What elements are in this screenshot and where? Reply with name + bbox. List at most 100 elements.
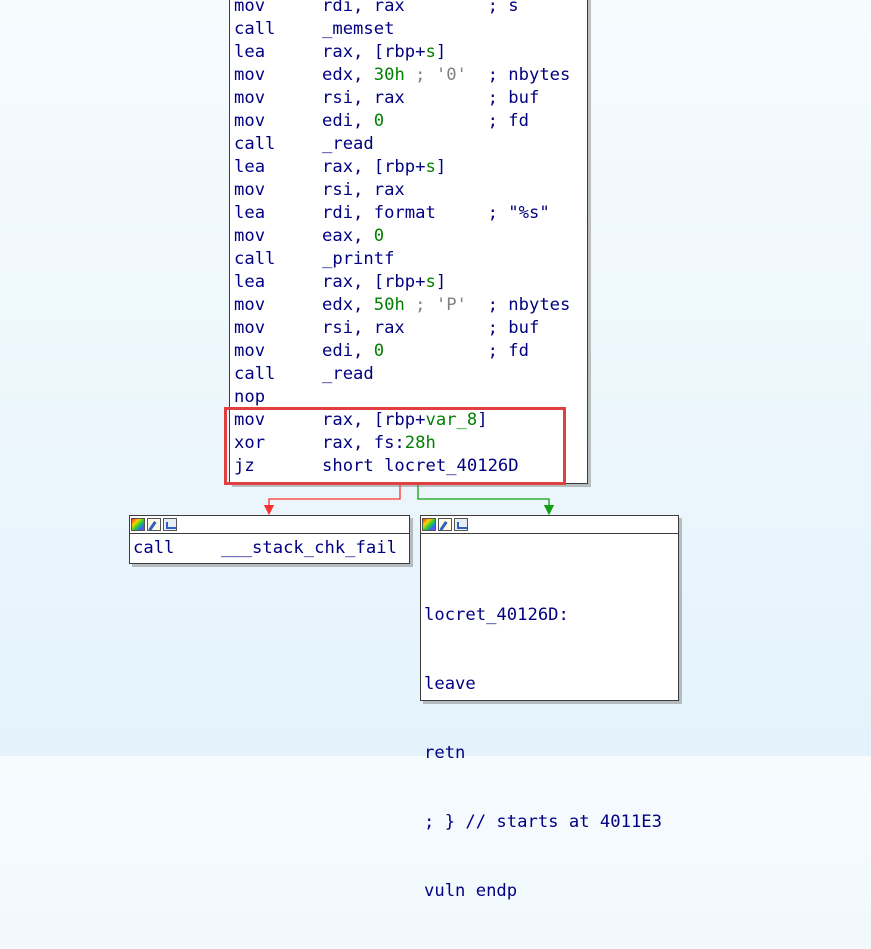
spacer <box>405 0 488 16</box>
operand: 50h <box>373 295 405 315</box>
code-line: mov eax, 0 <box>234 225 570 248</box>
operand: s <box>425 272 436 292</box>
spacer <box>405 88 488 108</box>
operand: rax, [rbp+ <box>322 157 426 177</box>
mnemonic: jz <box>234 456 255 476</box>
code-label[interactable]: locret_40126D: <box>424 605 569 625</box>
mnemonic: mov <box>234 410 266 430</box>
code-comment: ; "%s" <box>487 203 550 223</box>
code-comment: ; s <box>487 0 519 16</box>
code-line: xor rax, fs:28h <box>234 432 570 455</box>
code-line: call _read <box>234 133 570 156</box>
graph-edges <box>263 485 555 516</box>
ret-code-lines: locret_40126D: leave retn ; } // starts … <box>421 558 678 949</box>
code-line: call _memset <box>234 18 570 41</box>
operand: ; '0' <box>404 65 467 85</box>
operand: rsi, rax <box>322 88 405 108</box>
code-line: leave <box>424 674 476 694</box>
edit-pencil-icon[interactable] <box>438 518 452 531</box>
operand: 30h <box>373 65 405 85</box>
spacer <box>384 111 487 131</box>
code-line: lea rax, [rbp+s] <box>234 271 570 294</box>
operand: _read <box>322 134 374 154</box>
code-line: call _read <box>234 363 570 386</box>
operand: rdi, rax <box>322 0 405 16</box>
code-line: mov rdi, rax ; s <box>234 0 570 18</box>
mnemonic: lea <box>234 272 266 292</box>
operand: 28h <box>404 433 436 453</box>
code-comment: ; } // starts at 4011E3 <box>424 812 662 832</box>
call-target[interactable]: ___stack_chk_fail <box>221 538 397 558</box>
operand: ; 'P' <box>404 295 467 315</box>
color-palette-icon[interactable] <box>131 518 145 531</box>
mnemonic: xor <box>234 433 266 453</box>
mnemonic: call <box>234 249 276 269</box>
operand: 0 <box>373 226 385 246</box>
code-comment: ; nbytes <box>487 295 571 315</box>
operand: ] <box>435 272 447 292</box>
mnemonic: mov <box>234 0 266 16</box>
mnemonic: mov <box>234 88 266 108</box>
mnemonic: call <box>133 538 175 558</box>
operand: edx, <box>322 65 374 85</box>
graph-view-icon[interactable] <box>454 518 468 531</box>
node-header <box>421 516 678 534</box>
operand: 0 <box>373 341 385 361</box>
code-comment: ; fd <box>487 341 529 361</box>
mnemonic: mov <box>234 295 266 315</box>
mnemonic: call <box>234 134 276 154</box>
mnemonic: mov <box>234 180 266 200</box>
operand: _memset <box>322 19 395 39</box>
spacer <box>467 65 488 85</box>
spacer <box>384 341 487 361</box>
operand: edi, <box>322 111 374 131</box>
operand: ] <box>477 410 488 430</box>
code-line: mov rsi, rax ; buf <box>234 87 570 110</box>
code-line: mov rsi, rax <box>234 179 570 202</box>
operand: rax, [rbp+ <box>322 410 426 430</box>
operand: _read <box>322 364 374 384</box>
mnemonic: call <box>234 19 276 39</box>
spacer <box>436 203 488 223</box>
operand: edi, <box>322 341 374 361</box>
operand: edx, <box>322 295 374 315</box>
code-line: mov rsi, rax ; buf <box>234 317 570 340</box>
edit-pencil-icon[interactable] <box>147 518 161 531</box>
fail-code-line: call ___stack_chk_fail <box>130 537 409 560</box>
mnemonic: mov <box>234 318 266 338</box>
code-comment: ; nbytes <box>487 65 571 85</box>
operand: rax, [rbp+ <box>322 42 426 62</box>
operand: eax, <box>322 226 374 246</box>
graph-view-icon[interactable] <box>163 518 177 531</box>
code-comment: ; buf <box>487 318 540 338</box>
mnemonic: lea <box>234 42 266 62</box>
locret-block[interactable]: locret_40126D: leave retn ; } // starts … <box>420 515 679 901</box>
code-line: jz short locret_40126D <box>234 455 570 478</box>
mnemonic: nop <box>234 387 266 407</box>
stack-chk-fail-block[interactable]: call ___stack_chk_fail <box>129 515 410 564</box>
operand: rax, [rbp+ <box>322 272 426 292</box>
operand: s <box>425 157 436 177</box>
operand: rax, fs: <box>322 433 405 453</box>
operand: s <box>425 42 436 62</box>
operand: rsi, rax <box>322 318 405 338</box>
mnemonic: call <box>234 364 276 384</box>
color-palette-icon[interactable] <box>422 518 436 531</box>
false-branch-edge <box>263 485 401 516</box>
operand: rsi, rax <box>322 180 405 200</box>
operand: short locret_40126D <box>322 456 519 476</box>
operand: rdi, format <box>322 203 436 223</box>
operand: var_8 <box>425 410 478 430</box>
mnemonic: mov <box>234 226 266 246</box>
node-header <box>130 516 409 534</box>
code-comment: ; buf <box>487 88 540 108</box>
code-line: mov edx, 50h ; 'P' ; nbytes <box>234 294 570 317</box>
spacer <box>405 318 488 338</box>
code-line: nop <box>234 386 570 409</box>
